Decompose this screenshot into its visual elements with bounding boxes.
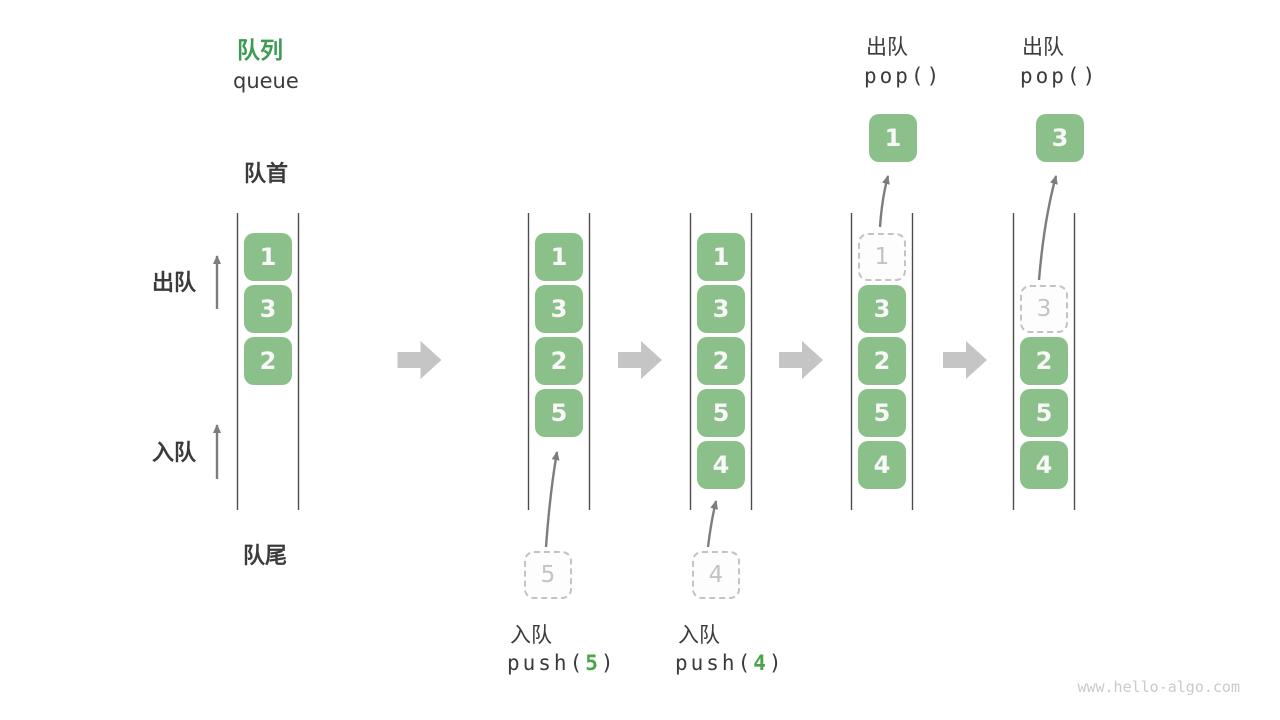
staging-box-push: 5 [524,551,572,599]
queue-box: 5 [858,389,906,437]
queue-box: 5 [697,389,745,437]
watermark: www.hello-algo.com [1077,678,1240,696]
pop-event-label: 出队 [866,35,908,59]
popped-box: 1 [869,114,917,162]
code-suffix: ) [600,651,617,675]
queue-box: 4 [858,441,906,489]
code-prefix: push( [675,651,754,675]
push-event-code: push(4) [675,651,785,675]
queue-box: 4 [697,441,745,489]
pop-event-label: 出队 [1022,35,1064,59]
queue-box: 3 [244,285,292,333]
queue-box: 5 [1020,389,1068,437]
page-title: 队列 [237,38,283,64]
popped-box: 3 [1036,114,1084,162]
queue-box: 2 [244,337,292,385]
code-prefix: push( [507,651,586,675]
label-queue-front: 队首 [244,162,289,187]
queue-box: 1 [244,233,292,281]
pop-1-arrow [878,175,890,228]
push-event-code: push(5) [507,651,617,675]
pop-3-arrow [1037,175,1058,281]
code-arg: 5 [585,651,601,675]
code-suffix: ) [768,651,785,675]
queue-column-walls [236,213,1076,510]
queue-box-ghost: 3 [1020,285,1068,333]
queue-box: 3 [858,285,906,333]
label-dequeue-side: 出队 [152,271,197,296]
code-arg: 4 [753,651,769,675]
queue-box-ghost: 1 [858,233,906,281]
push-5-arrow [544,451,560,548]
push-event-label: 入队 [678,623,720,647]
label-queue-rear: 队尾 [243,544,288,569]
queue-box: 1 [697,233,745,281]
pop-event-code: pop() [864,64,943,88]
pop-event-code: pop() [1020,64,1099,88]
push-4-arrow [706,500,719,548]
queue-box: 1 [535,233,583,281]
push-event-label: 入队 [510,623,552,647]
queue-box: 4 [1020,441,1068,489]
queue-box: 5 [535,389,583,437]
label-enqueue-side: 入队 [152,441,197,466]
page-subtitle: queue [233,69,299,93]
queue-box: 2 [697,337,745,385]
queue-box: 2 [535,337,583,385]
queue-box: 3 [535,285,583,333]
queue-box: 2 [1020,337,1068,385]
queue-box: 3 [697,285,745,333]
queue-box: 2 [858,337,906,385]
staging-box-push: 4 [692,551,740,599]
